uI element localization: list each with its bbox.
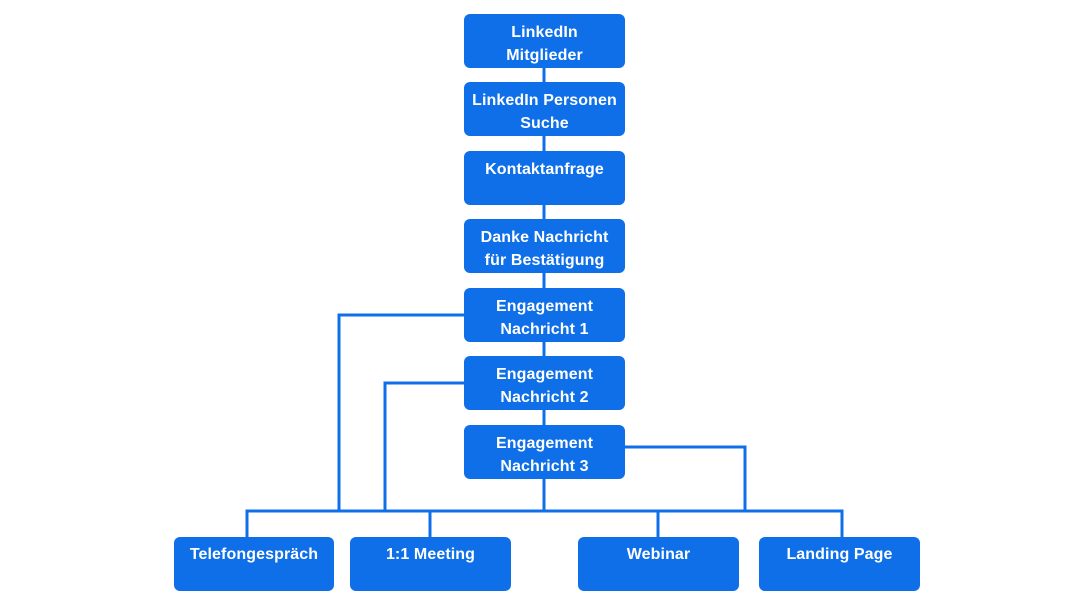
node-engagement-2: Engagement Nachricht 2: [464, 356, 625, 410]
node-contact-request: Kontaktanfrage: [464, 151, 625, 205]
node-label-line2: Mitglieder: [506, 47, 583, 64]
node-label: Landing Page: [786, 546, 893, 563]
node-linkedin-people-search: LinkedIn Personen Suche: [464, 82, 625, 136]
node-label: 1:1 Meeting: [385, 546, 476, 563]
node-label-line1: LinkedIn Personen: [472, 92, 617, 109]
node-label-line1: Engagement: [495, 366, 593, 383]
node-label: Telefongespräch: [189, 546, 319, 563]
node-outcome-webinar: Webinar: [578, 537, 739, 591]
node-label-line2: für Bestätigung: [484, 252, 605, 269]
node-label-line1: Danke Nachricht: [480, 229, 609, 246]
node-label-line1: Engagement: [495, 435, 593, 452]
node-label-line2: Nachricht 1: [500, 321, 589, 338]
node-outcome-meeting: 1:1 Meeting: [350, 537, 511, 591]
node-engagement-3: Engagement Nachricht 3: [464, 425, 625, 479]
node-label-line1: LinkedIn: [511, 24, 578, 41]
node-label-line1: Kontaktanfrage: [485, 161, 604, 178]
node-label-line2: Nachricht 2: [500, 389, 589, 406]
node-engagement-1: Engagement Nachricht 1: [464, 288, 625, 342]
node-label-line2: Suche: [520, 115, 569, 132]
node-label-line2: Nachricht 3: [500, 458, 589, 475]
node-thank-you-message: Danke Nachricht für Bestätigung: [464, 219, 625, 273]
node-label-line1: Engagement: [495, 298, 593, 315]
node-outcome-phone-call: Telefongespräch: [174, 537, 334, 591]
node-outcome-landing-page: Landing Page: [759, 537, 920, 591]
node-label: Webinar: [626, 546, 691, 563]
node-linkedin-members: LinkedIn Mitglieder: [464, 14, 625, 68]
